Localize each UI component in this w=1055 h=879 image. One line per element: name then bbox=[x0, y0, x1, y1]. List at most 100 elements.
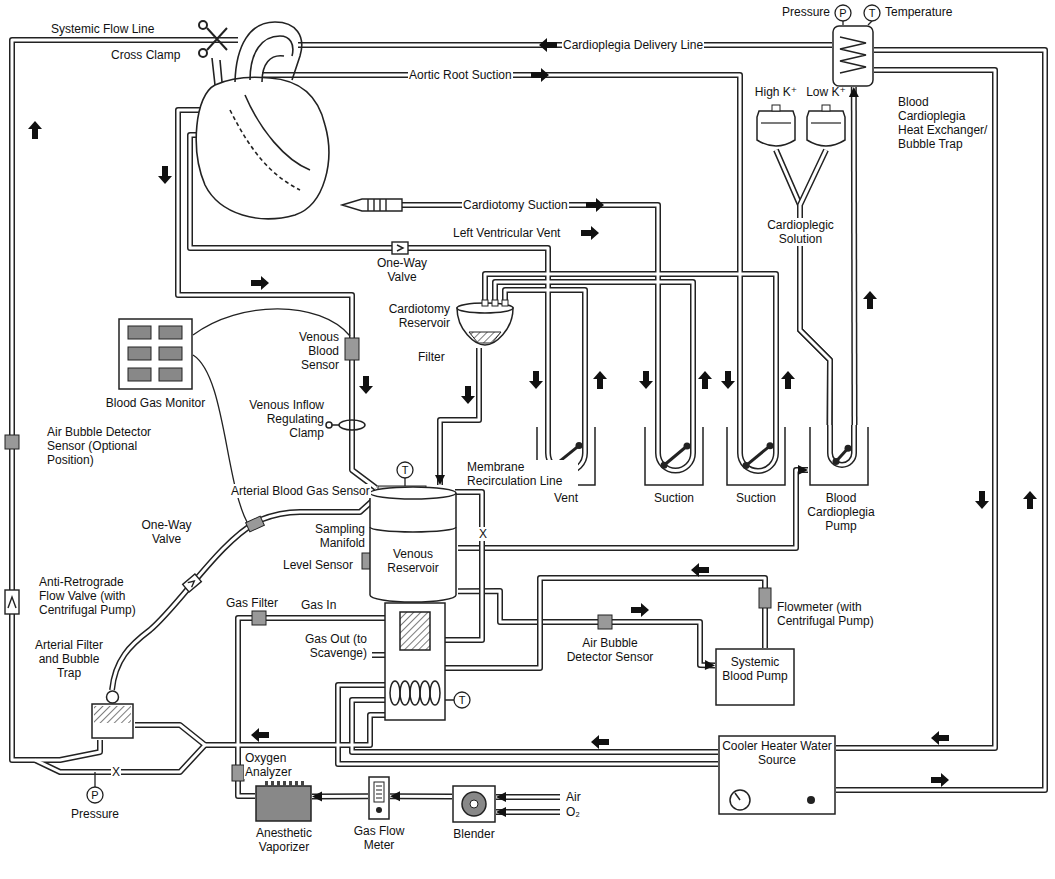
vaporizer-box-shape bbox=[265, 781, 268, 787]
roller-pump-shape bbox=[746, 446, 770, 466]
tube-connector bbox=[312, 791, 322, 801]
gas-blender-shape bbox=[462, 792, 486, 816]
tube-connector bbox=[390, 791, 452, 801]
heart bbox=[230, 110, 300, 190]
flow-arrow bbox=[28, 121, 42, 139]
arterial-gas-sensor bbox=[246, 516, 265, 532]
vaporizer-box-shape bbox=[283, 781, 286, 787]
sensor-letter: T bbox=[454, 694, 470, 706]
reservoir-cylinder-shape bbox=[370, 487, 456, 499]
gas-flow-meter-shape bbox=[376, 786, 382, 798]
flow-arrow bbox=[539, 38, 557, 52]
reservoir-bowl-shape bbox=[502, 300, 508, 306]
anti-retrograde-valve bbox=[5, 590, 19, 614]
reservoir-bowl-shape bbox=[482, 300, 488, 306]
gas-flow-meter-shape bbox=[369, 777, 389, 819]
node-text: Blood Cardioplegia Heat Exchanger/ Bubbl… bbox=[898, 95, 992, 151]
solution-bag-shape bbox=[811, 122, 841, 123]
oxygenator bbox=[430, 681, 440, 705]
node-text: Blood Gas Monitor bbox=[103, 396, 208, 410]
oxygenator bbox=[400, 681, 410, 705]
tubing bbox=[12, 40, 1045, 812]
oxygenator bbox=[420, 681, 430, 705]
flow-arrow bbox=[158, 166, 172, 184]
arterial-filter-shape bbox=[92, 704, 133, 738]
reservoir-bowl-shape bbox=[492, 300, 498, 306]
node-text: Low K⁺ bbox=[795, 85, 857, 99]
flow-arrow bbox=[721, 371, 735, 389]
flow-arrow bbox=[359, 376, 373, 394]
reservoir-bowl: Cardiotomy Reservoir bbox=[455, 300, 515, 348]
vaporizer-box-shape bbox=[295, 781, 298, 787]
node-text: Suction bbox=[643, 491, 705, 505]
callout-label: Cardioplegic Solution bbox=[752, 218, 849, 246]
flow-arrow bbox=[591, 735, 609, 749]
reservoir-bowl-shape bbox=[455, 300, 515, 348]
monitor-box-shape bbox=[128, 347, 151, 360]
node-text: Gas Flow Meter bbox=[349, 824, 409, 852]
sensor-letter: T bbox=[397, 464, 413, 476]
tube-connector bbox=[705, 660, 715, 670]
purge-one-way-valve bbox=[183, 574, 202, 592]
flow-arrow bbox=[251, 276, 269, 290]
flow-arrow bbox=[931, 773, 949, 787]
venous-blood-sensor bbox=[345, 338, 359, 360]
suction-wand bbox=[368, 199, 386, 211]
callout-label: Systemic Flow Line bbox=[50, 22, 155, 36]
node-text: Blender bbox=[444, 827, 504, 841]
solution-bag-shape bbox=[761, 122, 791, 123]
suction-wand bbox=[342, 199, 402, 211]
flowmeter bbox=[759, 588, 771, 608]
sensor-circle bbox=[864, 5, 880, 21]
node-text: Anesthetic Vaporizer bbox=[243, 826, 325, 854]
monitor-box-shape bbox=[118, 318, 193, 390]
flow-arrow bbox=[461, 386, 475, 404]
node-text: Systemic Blood Pump bbox=[718, 655, 792, 683]
oxygenator bbox=[400, 612, 430, 650]
cross-clamp bbox=[199, 21, 207, 29]
tube-connector bbox=[312, 791, 368, 801]
heart bbox=[196, 77, 328, 218]
callout-label: Filter bbox=[417, 350, 446, 364]
flow-arrow bbox=[581, 226, 599, 240]
flow-arrow bbox=[931, 731, 949, 745]
flow-arrow bbox=[691, 563, 709, 577]
solution-bag-shape bbox=[822, 105, 830, 111]
one-way-valve bbox=[392, 242, 408, 254]
tube-connector bbox=[435, 475, 445, 485]
callout-label: Air Bubble Detector Sensor bbox=[565, 636, 655, 664]
gas-flow-meter-shape bbox=[368, 776, 390, 820]
cooler-heater-box: Cooler Heater Water Source bbox=[718, 735, 836, 815]
flow-arrow bbox=[531, 68, 549, 82]
flow-arrow bbox=[593, 371, 607, 389]
node-text: Cooler Heater Water Source bbox=[722, 739, 832, 767]
flow-arrow bbox=[975, 491, 989, 509]
sensor-letter: P bbox=[87, 789, 103, 801]
callout-label: Gas In bbox=[300, 598, 337, 612]
arterial-filter-shape bbox=[90, 690, 135, 740]
flow-arrow bbox=[631, 603, 649, 617]
callout-label: Cardiotomy Suction bbox=[462, 198, 569, 212]
monitor-box-shape bbox=[119, 319, 192, 389]
flow-arrow bbox=[251, 728, 269, 742]
roller-pump: Blood Cardioplegia Pump bbox=[808, 425, 870, 487]
callout-label: One-Way Valve bbox=[374, 256, 430, 284]
cooler-heater-box-shape bbox=[735, 793, 740, 800]
reservoir-cylinder: Venous Reservoir bbox=[368, 485, 458, 603]
vaporizer-box-shape bbox=[277, 781, 280, 787]
roller-pump-shape bbox=[661, 462, 668, 469]
anti-retrograde-valve bbox=[5, 590, 19, 614]
roller-pump-shape bbox=[664, 446, 687, 465]
gas-flow-meter-shape bbox=[374, 782, 384, 802]
callout-label: Oxygen Analyzer bbox=[244, 751, 308, 779]
callout-label: Aortic Root Suction bbox=[408, 68, 513, 82]
roller-pump: Suction bbox=[643, 425, 705, 487]
cooler-heater-box-shape bbox=[730, 790, 750, 810]
gas-blender-shape bbox=[470, 800, 478, 808]
pump-box: Systemic Blood Pump bbox=[715, 648, 795, 706]
node-text: Venous Reservoir bbox=[372, 547, 454, 575]
heat-exchanger-shape bbox=[833, 26, 873, 86]
callout-label: Left Ventricular Vent bbox=[452, 226, 561, 240]
roller-pump-shape bbox=[845, 445, 852, 452]
